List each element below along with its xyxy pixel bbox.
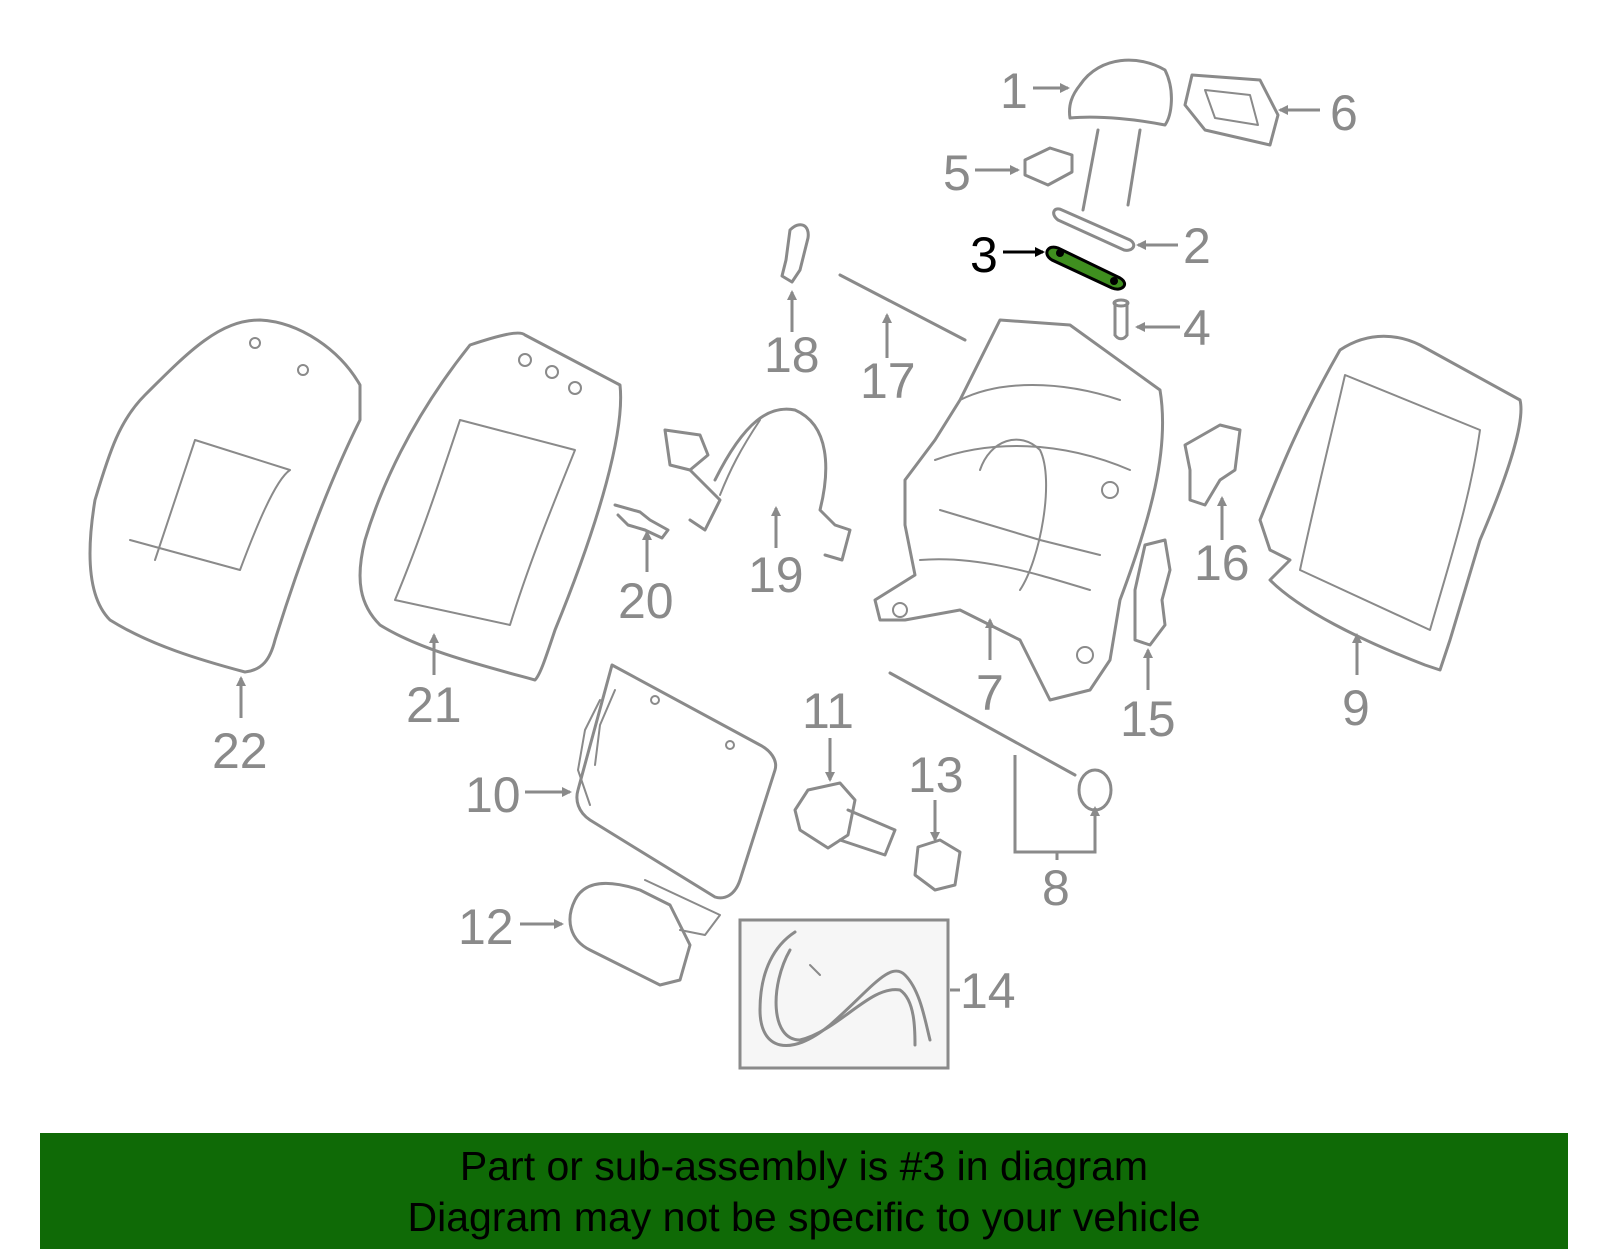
part-13-drawing bbox=[913, 838, 962, 892]
callout-leaders bbox=[236, 83, 1362, 992]
part-15-drawing bbox=[1133, 538, 1172, 647]
callout-1: 1 bbox=[1000, 63, 1028, 119]
part-10-drawing bbox=[575, 663, 778, 900]
part-20-drawing bbox=[613, 503, 670, 540]
part-22-drawing bbox=[88, 318, 362, 674]
banner-line-1: Part or sub-assembly is #3 in diagram bbox=[459, 1143, 1149, 1189]
banner-line-2: Diagram may not be specific to your vehi… bbox=[407, 1194, 1201, 1240]
callout-20: 20 bbox=[618, 573, 674, 629]
callout-14: 14 bbox=[960, 963, 1016, 1019]
part-4-drawing bbox=[1112, 298, 1130, 341]
callout-8: 8 bbox=[1042, 860, 1070, 916]
part-14-drawing bbox=[738, 918, 950, 1070]
part-9-drawing bbox=[1258, 334, 1523, 672]
callout-16: 16 bbox=[1194, 535, 1250, 591]
part-1-drawing bbox=[1068, 58, 1173, 212]
part-18-drawing bbox=[780, 223, 810, 284]
part-2-drawing bbox=[1052, 207, 1136, 252]
part-5-drawing bbox=[1023, 146, 1074, 187]
part-3-drawing bbox=[1045, 245, 1126, 291]
part-19-drawing bbox=[663, 407, 852, 562]
callout-19: 19 bbox=[748, 547, 804, 603]
part-6-drawing bbox=[1183, 73, 1280, 147]
callout-7: 7 bbox=[976, 665, 1004, 721]
info-banner: Part or sub-assembly is #3 in diagram Di… bbox=[40, 1133, 1568, 1249]
callout-10: 10 bbox=[465, 767, 521, 823]
callout-9: 9 bbox=[1342, 680, 1370, 736]
part-7-drawing bbox=[873, 318, 1165, 702]
part-17-drawing bbox=[838, 273, 967, 342]
part-12-drawing bbox=[568, 879, 721, 987]
part-21-drawing bbox=[358, 331, 623, 682]
callout-4: 4 bbox=[1183, 300, 1211, 356]
callout-18: 18 bbox=[764, 327, 820, 383]
callout-2: 2 bbox=[1183, 218, 1211, 274]
callout-11: 11 bbox=[802, 683, 854, 739]
callout-12: 12 bbox=[458, 899, 514, 955]
callout-5: 5 bbox=[943, 145, 971, 201]
part-11-drawing bbox=[793, 781, 897, 857]
callout-6: 6 bbox=[1330, 85, 1358, 141]
callout-15: 15 bbox=[1120, 691, 1176, 747]
part-16-drawing bbox=[1183, 423, 1242, 507]
callout-22: 22 bbox=[212, 723, 268, 779]
callout-13: 13 bbox=[908, 747, 964, 803]
callout-17: 17 bbox=[860, 353, 916, 409]
callout-3: 3 bbox=[970, 227, 998, 283]
callout-21: 21 bbox=[406, 677, 462, 733]
